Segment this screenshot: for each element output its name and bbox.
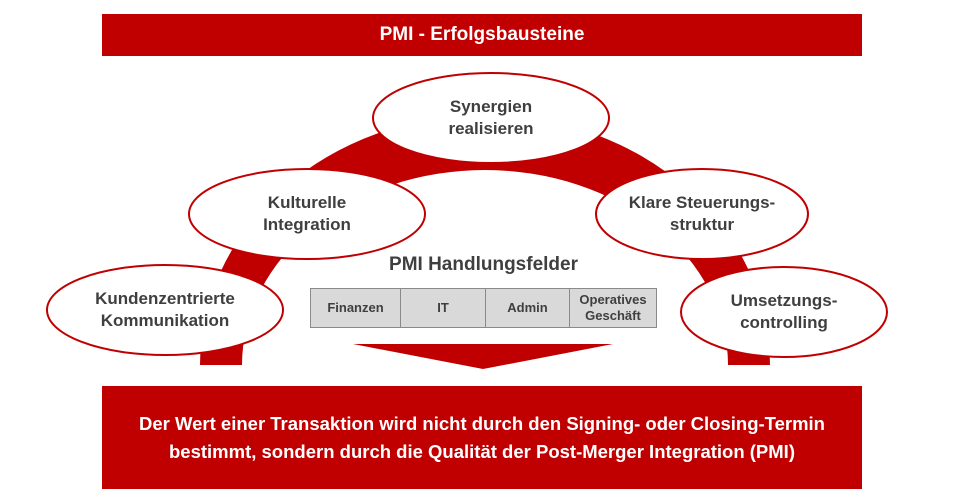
conclusion-box: Der Wert einer Transaktion wird nicht du… <box>102 386 862 489</box>
fields-title: PMI Handlungsfelder <box>389 254 578 275</box>
field-admin: Admin <box>486 289 570 327</box>
fields-table: Finanzen IT Admin Operatives Geschäft <box>310 288 657 328</box>
block-kundenkommunikation: Kundenzentrierte Kommunikation <box>95 289 235 330</box>
field-operatives-geschaeft: Operatives Geschäft <box>579 292 647 323</box>
ellipse-kunden <box>46 264 284 356</box>
ellipse-kulturelle <box>188 168 426 260</box>
field-it: IT <box>401 289 486 327</box>
block-steuerungsstruktur: Klare Steuerungs- struktur <box>628 193 776 234</box>
block-synergien: Synergien realisieren <box>448 97 534 138</box>
down-arrow <box>353 344 613 369</box>
title-banner: PMI - Erfolgsbausteine <box>102 14 862 56</box>
ellipse-steuerung <box>595 168 809 260</box>
ellipse-umsetzung <box>680 266 888 358</box>
ellipse-synergien <box>372 72 610 164</box>
block-kulturelle-integration: Kulturelle Integration <box>263 193 351 234</box>
field-finanzen: Finanzen <box>311 289 401 327</box>
block-umsetzungscontrolling: Umsetzungs- controlling <box>730 291 838 332</box>
